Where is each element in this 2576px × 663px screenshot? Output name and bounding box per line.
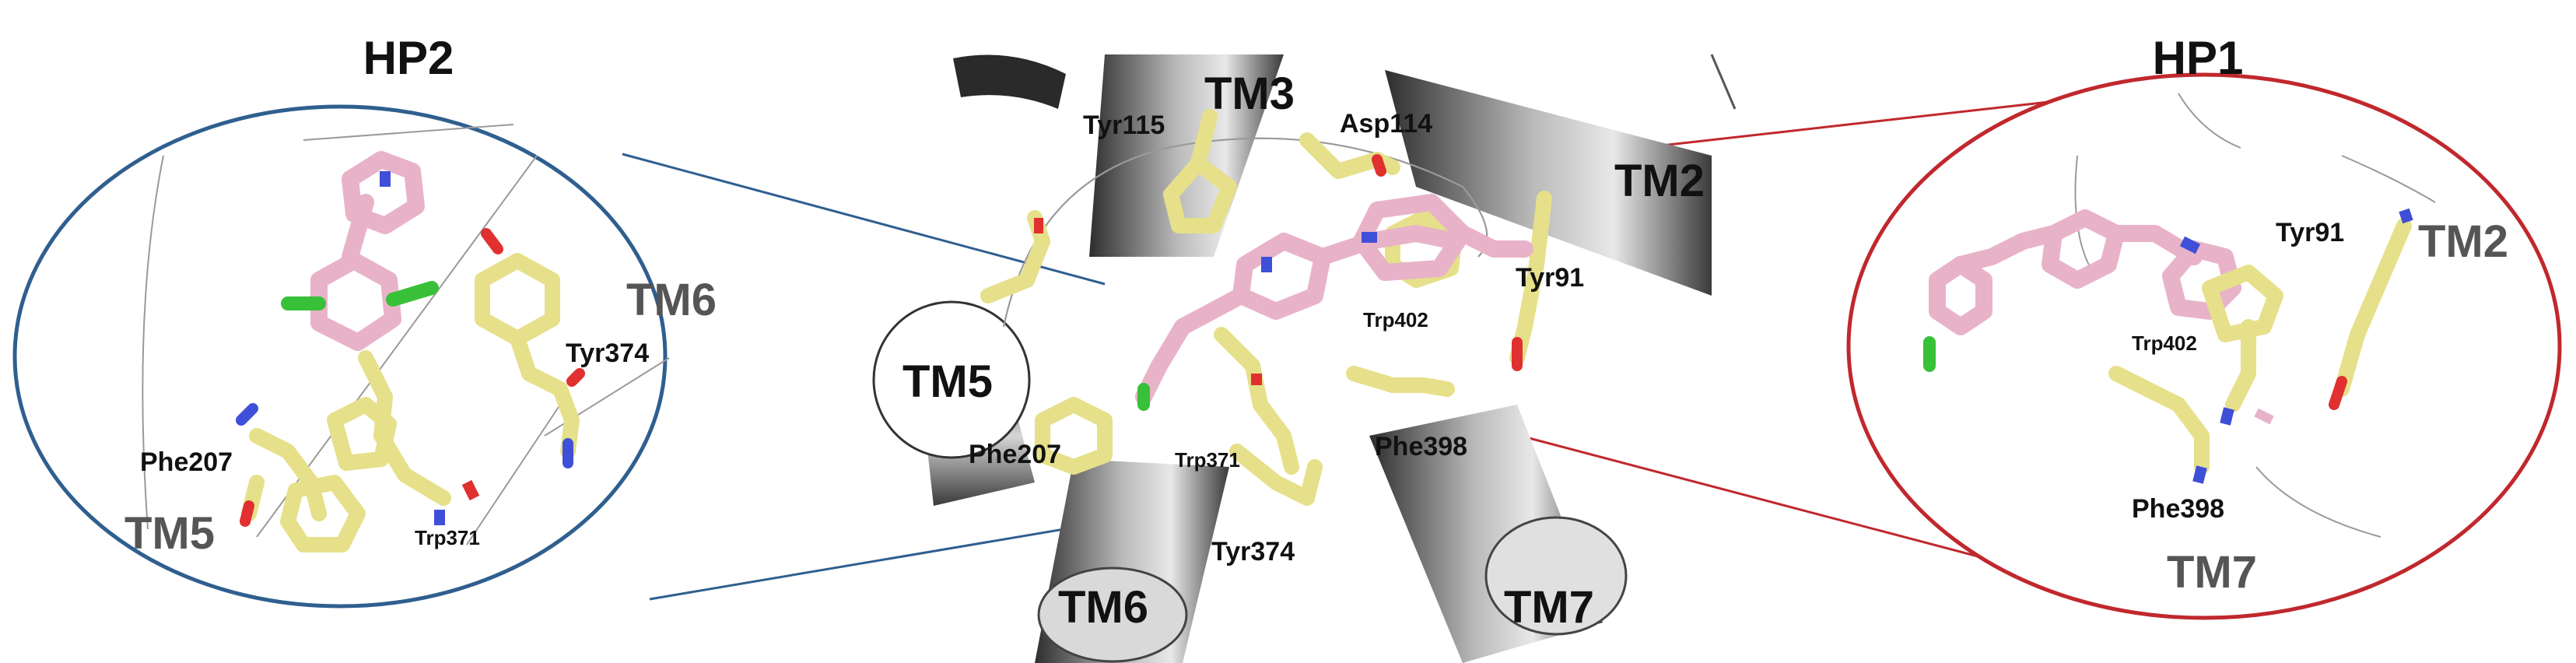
center-label-tyr374: Tyr374 [1211, 537, 1295, 567]
center-label-tm7: TM7 [1504, 582, 1594, 633]
hp1-label-tm7: TM7 [2167, 547, 2257, 598]
center-label-tm3: TM3 [1204, 68, 1295, 119]
hp1-title: HP1 [2153, 32, 2244, 84]
center-label-tm6: TM6 [1058, 582, 1148, 633]
center-label-trp371: Trp371 [1175, 448, 1240, 472]
hp2-label-tm6: TM6 [626, 275, 717, 325]
center-label-trp402: Trp402 [1363, 308, 1428, 332]
hp2-label-trp371: Trp371 [415, 526, 480, 549]
hp2-panel [12, 104, 670, 609]
center-label-asp114: Asp114 [1340, 109, 1432, 139]
tm5-helix-circle [872, 300, 1031, 459]
hp2-label-phe207: Phe207 [140, 447, 233, 477]
hp1-label-tm2: TM2 [2418, 216, 2508, 267]
hp1-label-phe398: Phe398 [2132, 494, 2224, 524]
hp1-ellipse [1846, 72, 2562, 620]
hp1-panel [1846, 72, 2562, 620]
hp1-label-trp402: Trp402 [2132, 332, 2197, 355]
hp2-label-tm5: TM5 [124, 508, 215, 559]
hp1-label-tyr91: Tyr91 [2276, 218, 2344, 247]
hp2-label-tyr374: Tyr374 [566, 339, 649, 368]
center-helices [872, 54, 1737, 663]
center-label-phe398: Phe398 [1375, 432, 1467, 461]
center-label-tm2: TM2 [1614, 156, 1705, 206]
hp2-title: HP2 [363, 32, 454, 84]
center-label-phe207: Phe207 [969, 440, 1061, 469]
center-residues [980, 109, 1552, 506]
tm2-helix [1385, 70, 1712, 296]
center-label-tyr91: Tyr91 [1516, 263, 1584, 293]
center-label-tm5: TM5 [902, 356, 993, 407]
center-label-tyr115: Tyr115 [1083, 110, 1165, 140]
hp2-ellipse [12, 104, 668, 609]
tm3-helix [1089, 54, 1284, 257]
